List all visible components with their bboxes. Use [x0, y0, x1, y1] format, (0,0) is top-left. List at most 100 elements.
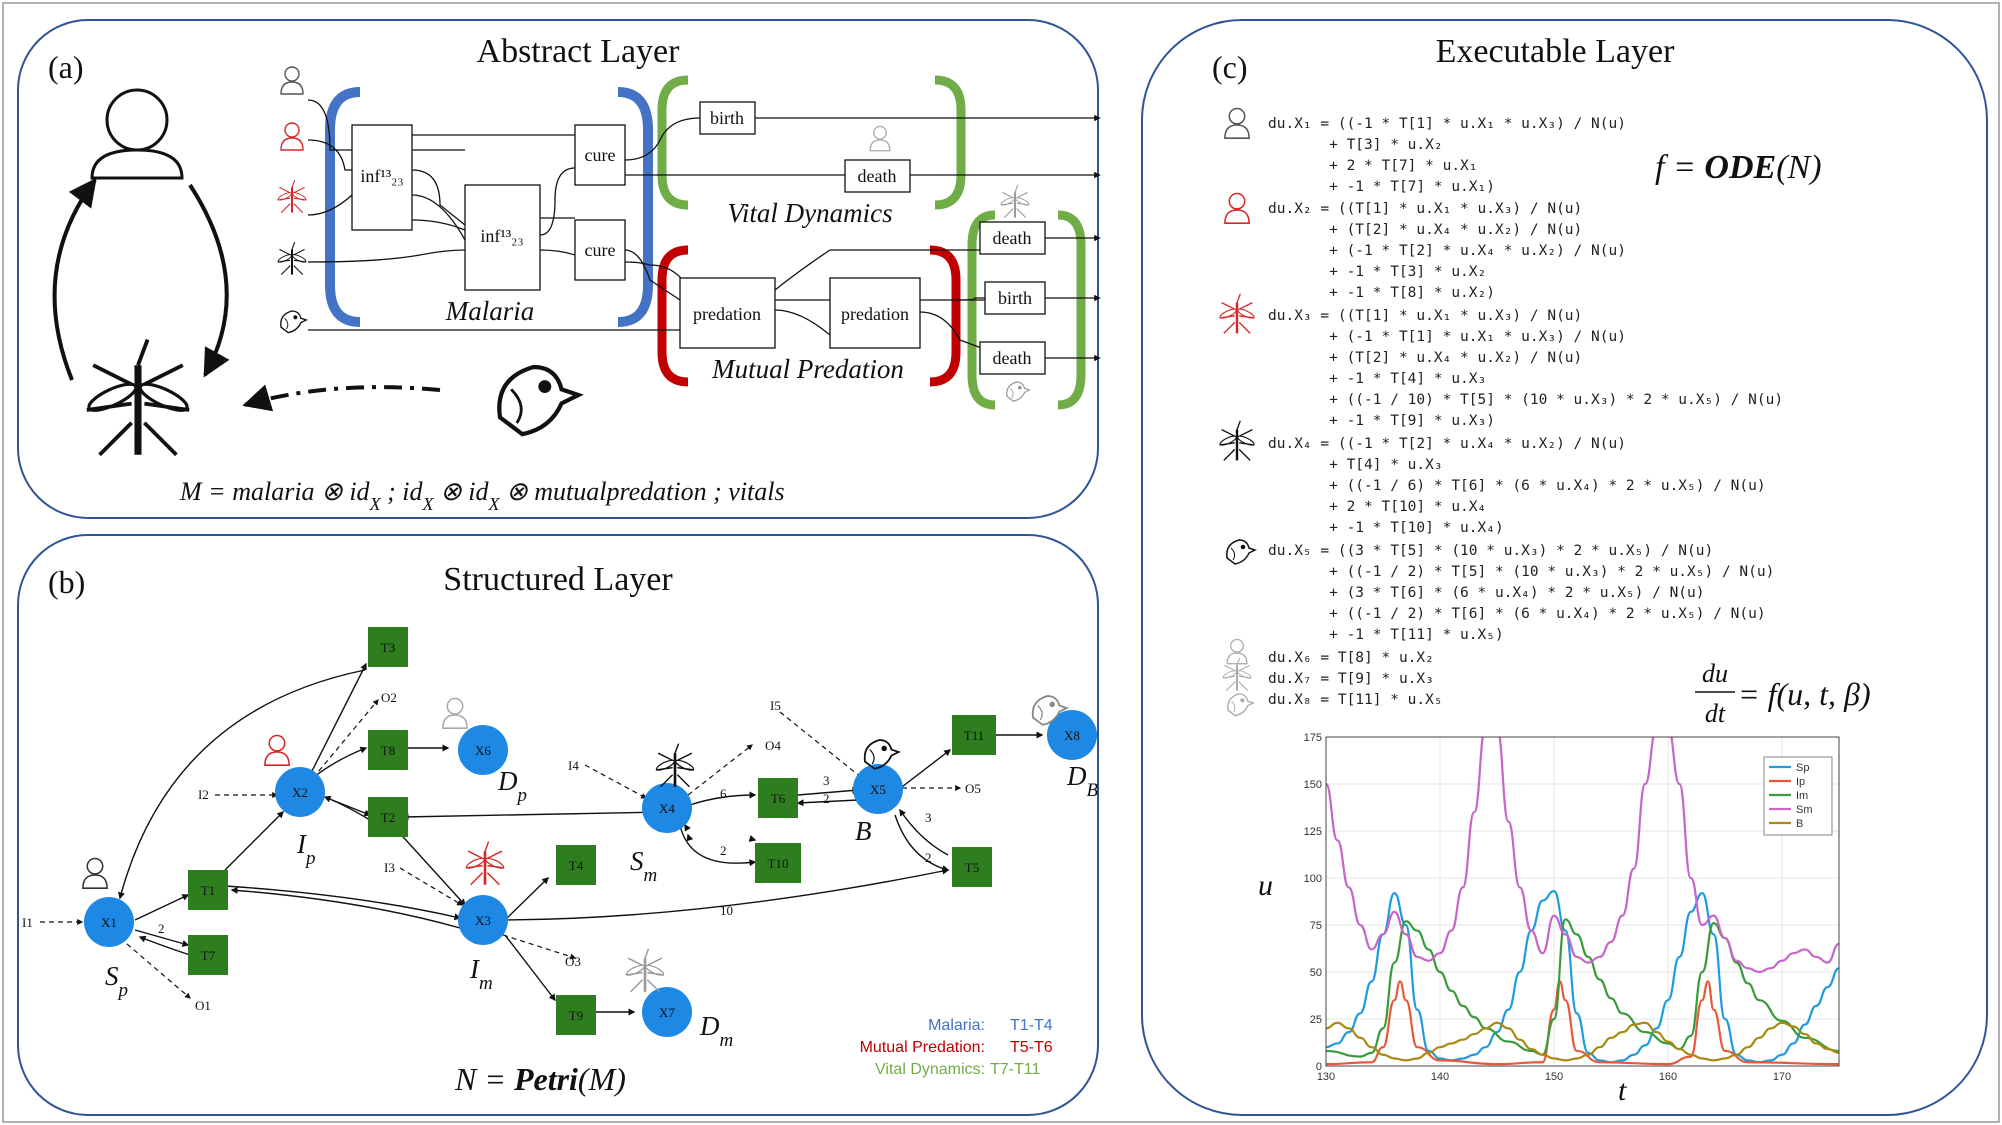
- vital-bracket-left: [657, 75, 689, 210]
- malaria-bracket-left: [325, 87, 361, 327]
- panel-c-frame: [1141, 19, 1988, 1116]
- code-line: + T[3] * u.X₂: [1268, 137, 1443, 153]
- svg-text:T9: T9: [569, 1008, 583, 1023]
- code-line: + (3 * T[6] * (6 * u.X₄) * 2 * u.X₅) / N…: [1268, 585, 1705, 601]
- box-death-r2: death: [979, 341, 1046, 375]
- x-tick-label: 130: [1317, 1071, 1335, 1083]
- panel-b-letter: (b): [48, 564, 85, 600]
- panel-b: (b) Structured Layer: [17, 534, 1099, 1116]
- input-i3: I3: [384, 860, 395, 875]
- series-line-b: [1326, 1021, 1839, 1062]
- box-death-top: death: [844, 159, 911, 193]
- code-line: du.X₃ = ((T[1] * u.X₁ * u.X₃) / N(u): [1268, 308, 1582, 324]
- code-line: + 2 * T[7] * u.X₁: [1268, 158, 1478, 174]
- chart-xlabel: t: [1618, 1074, 1627, 1107]
- input-i1: I1: [22, 915, 33, 930]
- input-i4: I4: [568, 758, 579, 773]
- weight-t7: 2: [158, 921, 165, 936]
- box-cure-1-label: cure: [585, 145, 616, 165]
- y-tick-label: 150: [1304, 779, 1322, 791]
- transition-t6: T6: [758, 778, 798, 818]
- transition-t7: T7: [188, 935, 228, 975]
- output-o4: O4: [765, 738, 781, 753]
- panel-a-title: Abstract Layer: [477, 33, 681, 70]
- code-line: + -1 * T[7] * u.X₁): [1268, 179, 1495, 195]
- label-sm: Sm: [630, 846, 657, 886]
- svg-text:dt: dt: [1705, 699, 1726, 728]
- transition-t2: T2: [368, 797, 408, 837]
- panel-a-letter: (a): [48, 49, 84, 85]
- group-label-mutual: Mutual Predation: [711, 354, 904, 384]
- transition-t8: T8: [368, 730, 408, 770]
- transition-t3: T3: [368, 627, 408, 667]
- state-x1: X1: [84, 897, 134, 947]
- weight-t5-b: 2: [925, 850, 932, 865]
- svg-text:T5: T5: [965, 860, 979, 875]
- svg-text:X7: X7: [659, 1005, 675, 1020]
- legend-mutual-range: T5-T6: [1010, 1039, 1053, 1056]
- y-tick-label: 100: [1304, 873, 1322, 885]
- state-x4: X4: [642, 783, 692, 833]
- human-icon-large: [90, 88, 184, 180]
- box-inf-2: inf¹³₂₃: [464, 184, 541, 291]
- label-b: B: [855, 816, 872, 846]
- input-i2: I2: [198, 787, 209, 802]
- ode-code: du.X₁ = ((-1 * T[1] * u.X₁ * u.X₃) / N(u…: [1268, 116, 1783, 708]
- label-dp: Dp: [497, 766, 527, 806]
- petri-legend: Malaria: T1-T4 Mutual Predation: T5-T6 V…: [860, 1017, 1053, 1078]
- box-cure-2: cure: [574, 219, 626, 281]
- cycle-arrow-down: [188, 183, 230, 378]
- label-im: Im: [469, 954, 493, 994]
- code-line: + ((-1 / 6) * T[6] * (6 * u.X₄) * 2 * u.…: [1268, 478, 1766, 494]
- code-line: + 2 * T[10] * u.X₄: [1268, 499, 1486, 515]
- formula-dudt: du dt = f(u, t, β): [1695, 659, 1871, 728]
- svg-text:T11: T11: [964, 728, 984, 743]
- code-line: + ((-1 / 2) * T[6] * (6 * u.X₄) * 2 * u.…: [1268, 606, 1766, 622]
- series-line-ip: [1326, 980, 1839, 1066]
- svg-text:T7: T7: [201, 948, 216, 963]
- x-tick-label: 150: [1545, 1071, 1563, 1083]
- code-line: + (-1 * T[1] * u.X₁ * u.X₃) / N(u): [1268, 329, 1626, 345]
- legend-label: Ip: [1796, 776, 1805, 788]
- svg-text:T1: T1: [201, 883, 215, 898]
- svg-text:T2: T2: [381, 810, 395, 825]
- transition-t10: T10: [755, 843, 801, 883]
- box-birth-top-label: birth: [710, 108, 744, 128]
- svg-text:X1: X1: [101, 915, 117, 930]
- state-x8: X8: [1047, 710, 1097, 760]
- box-death-r1-label: death: [993, 228, 1032, 248]
- panel-a-frame: [17, 19, 1099, 519]
- malaria-bracket-right: [617, 87, 653, 327]
- label-db: DB: [1066, 761, 1099, 801]
- output-o3: O3: [565, 954, 581, 969]
- svg-text:X6: X6: [475, 743, 491, 758]
- box-predation-1-label: predation: [693, 304, 761, 324]
- panel-a: (a) Abstract Layer: [17, 19, 1101, 519]
- mutual-bracket-left: [657, 245, 689, 387]
- weight-t10: 2: [720, 843, 727, 858]
- code-line: + (T[2] * u.X₄ * u.X₂) / N(u): [1268, 350, 1582, 366]
- state-x5: X5: [853, 764, 903, 814]
- y-tick-label: 25: [1310, 1014, 1322, 1026]
- code-line: + T[4] * u.X₃: [1268, 457, 1443, 473]
- box-death-r1: death: [979, 221, 1046, 255]
- output-o2: O2: [381, 690, 397, 705]
- series-line-sm: [1326, 737, 1839, 974]
- x-tick-label: 160: [1659, 1071, 1677, 1083]
- vital-bracket-right: [934, 75, 966, 210]
- y-tick-label: 50: [1310, 967, 1322, 979]
- box-inf-1-label: inf¹³₂₃: [360, 166, 403, 186]
- group-label-vital: Vital Dynamics: [727, 198, 892, 228]
- box-death-r2-label: death: [993, 348, 1032, 368]
- petri-io-arcs: [40, 699, 962, 999]
- svg-text:T4: T4: [569, 858, 584, 873]
- panel-c-title: Executable Layer: [1436, 33, 1675, 70]
- predation-arrow: [242, 384, 441, 412]
- panel-b-title: Structured Layer: [443, 561, 673, 598]
- box-predation-2: predation: [829, 277, 921, 349]
- svg-text:T10: T10: [768, 856, 789, 871]
